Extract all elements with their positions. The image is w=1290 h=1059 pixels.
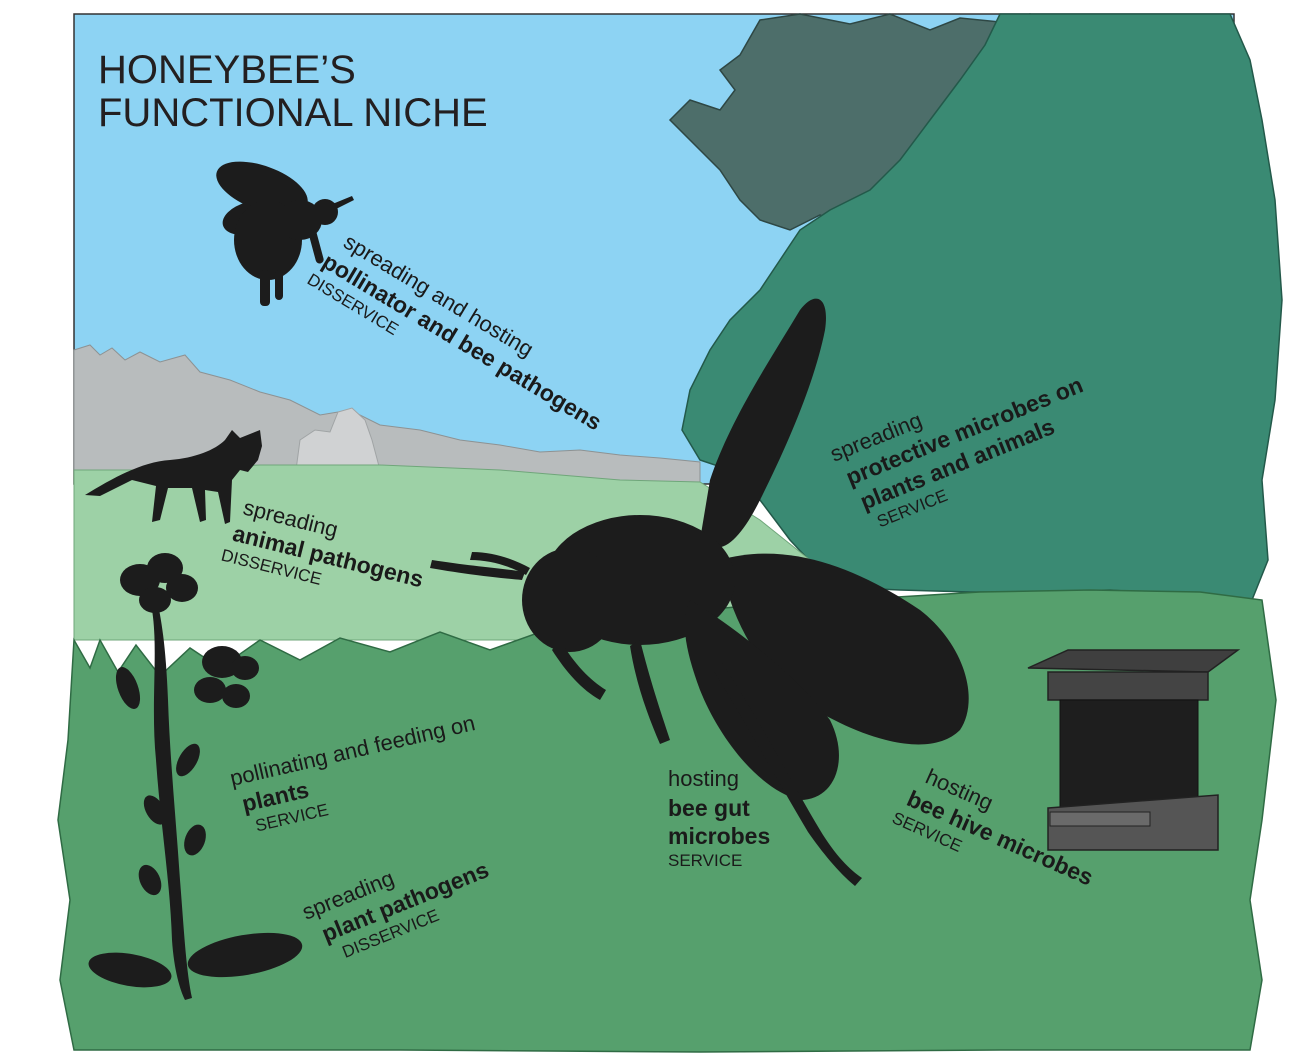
label-gut-kind: SERVICE [668, 851, 742, 870]
figure-title-line-2: FUNCTIONAL NICHE [98, 91, 488, 135]
label-gut-verb: hosting [668, 766, 739, 791]
label-gut-subject-1: bee gut [668, 795, 750, 821]
figure-title-line-1: HONEYBEE’S [98, 48, 356, 92]
label-gut-subject-2: microbes [668, 823, 770, 849]
